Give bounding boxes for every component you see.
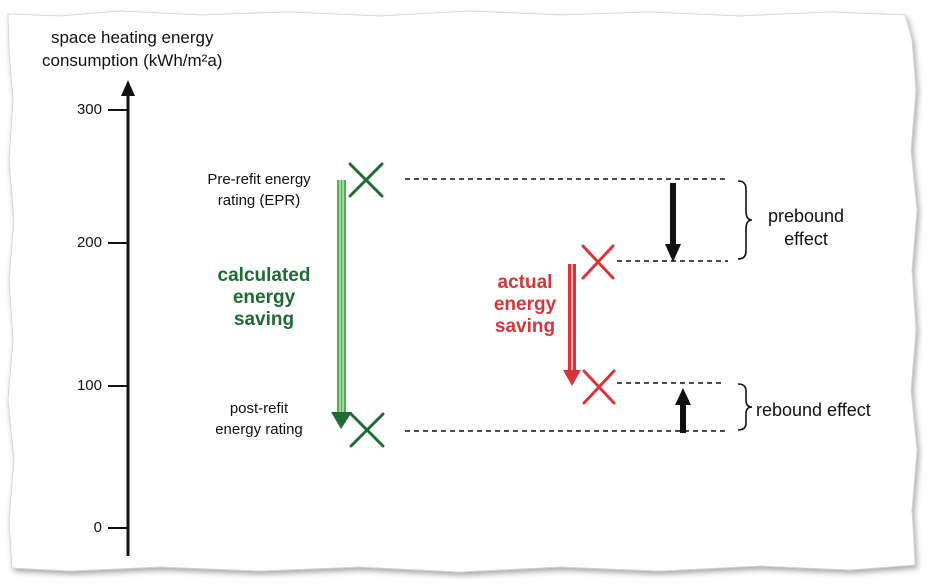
actual-saving-arrow <box>563 264 581 386</box>
y-axis-arrowhead <box>121 80 135 96</box>
prebound-arrow <box>665 183 681 262</box>
prebound-effect-line2: effect <box>784 229 828 249</box>
post-refit-label-line1: post-refit <box>229 400 289 417</box>
y-axis-title-line2: consumption (kWh/m²a) <box>42 51 223 70</box>
actual-saving-line2: energy <box>493 294 557 315</box>
calculated-saving-line3: saving <box>233 309 295 330</box>
paper-background <box>7 10 918 573</box>
calculated-saving-line1: calculated <box>217 265 311 286</box>
post-refit-label-line2: energy rating <box>215 421 303 438</box>
tick-label-300: 300 <box>76 101 102 118</box>
actual-saving-label: actual energy saving <box>465 272 585 338</box>
tick-label-0: 0 <box>93 519 102 536</box>
prebound-effect-label: prebound effect <box>758 205 854 251</box>
rebound-brace <box>737 383 753 431</box>
actual-saving-line3: saving <box>494 316 556 337</box>
pre-refit-marker <box>348 162 384 198</box>
tick-label-200: 200 <box>76 234 102 251</box>
y-axis-title: space heating energy consumption (kWh/m²… <box>42 26 222 72</box>
calculated-saving-line2: energy <box>232 287 296 308</box>
pre-refit-label-line1: Pre-refit energy <box>207 171 311 188</box>
pre-refit-label-line2: rating (EPR) <box>217 192 301 209</box>
calculated-saving-arrow <box>331 180 352 429</box>
rebound-effect-label: rebound effect <box>756 400 871 420</box>
actual-post-marker <box>582 369 616 405</box>
rebound-arrow <box>675 388 691 433</box>
prebound-effect-line1: prebound <box>767 206 845 226</box>
post-refit-marker <box>349 412 385 448</box>
y-axis-title-line1: space heating energy <box>50 28 214 47</box>
actual-pre-marker <box>581 244 615 280</box>
tick-label-100: 100 <box>76 377 102 394</box>
actual-saving-line1: actual <box>497 272 553 293</box>
calculated-saving-label: calculated energy saving <box>200 265 328 331</box>
post-refit-label: post-refit energy rating <box>190 398 328 440</box>
prebound-brace <box>737 180 753 260</box>
pre-refit-label: Pre-refit energy rating (EPR) <box>190 169 328 211</box>
